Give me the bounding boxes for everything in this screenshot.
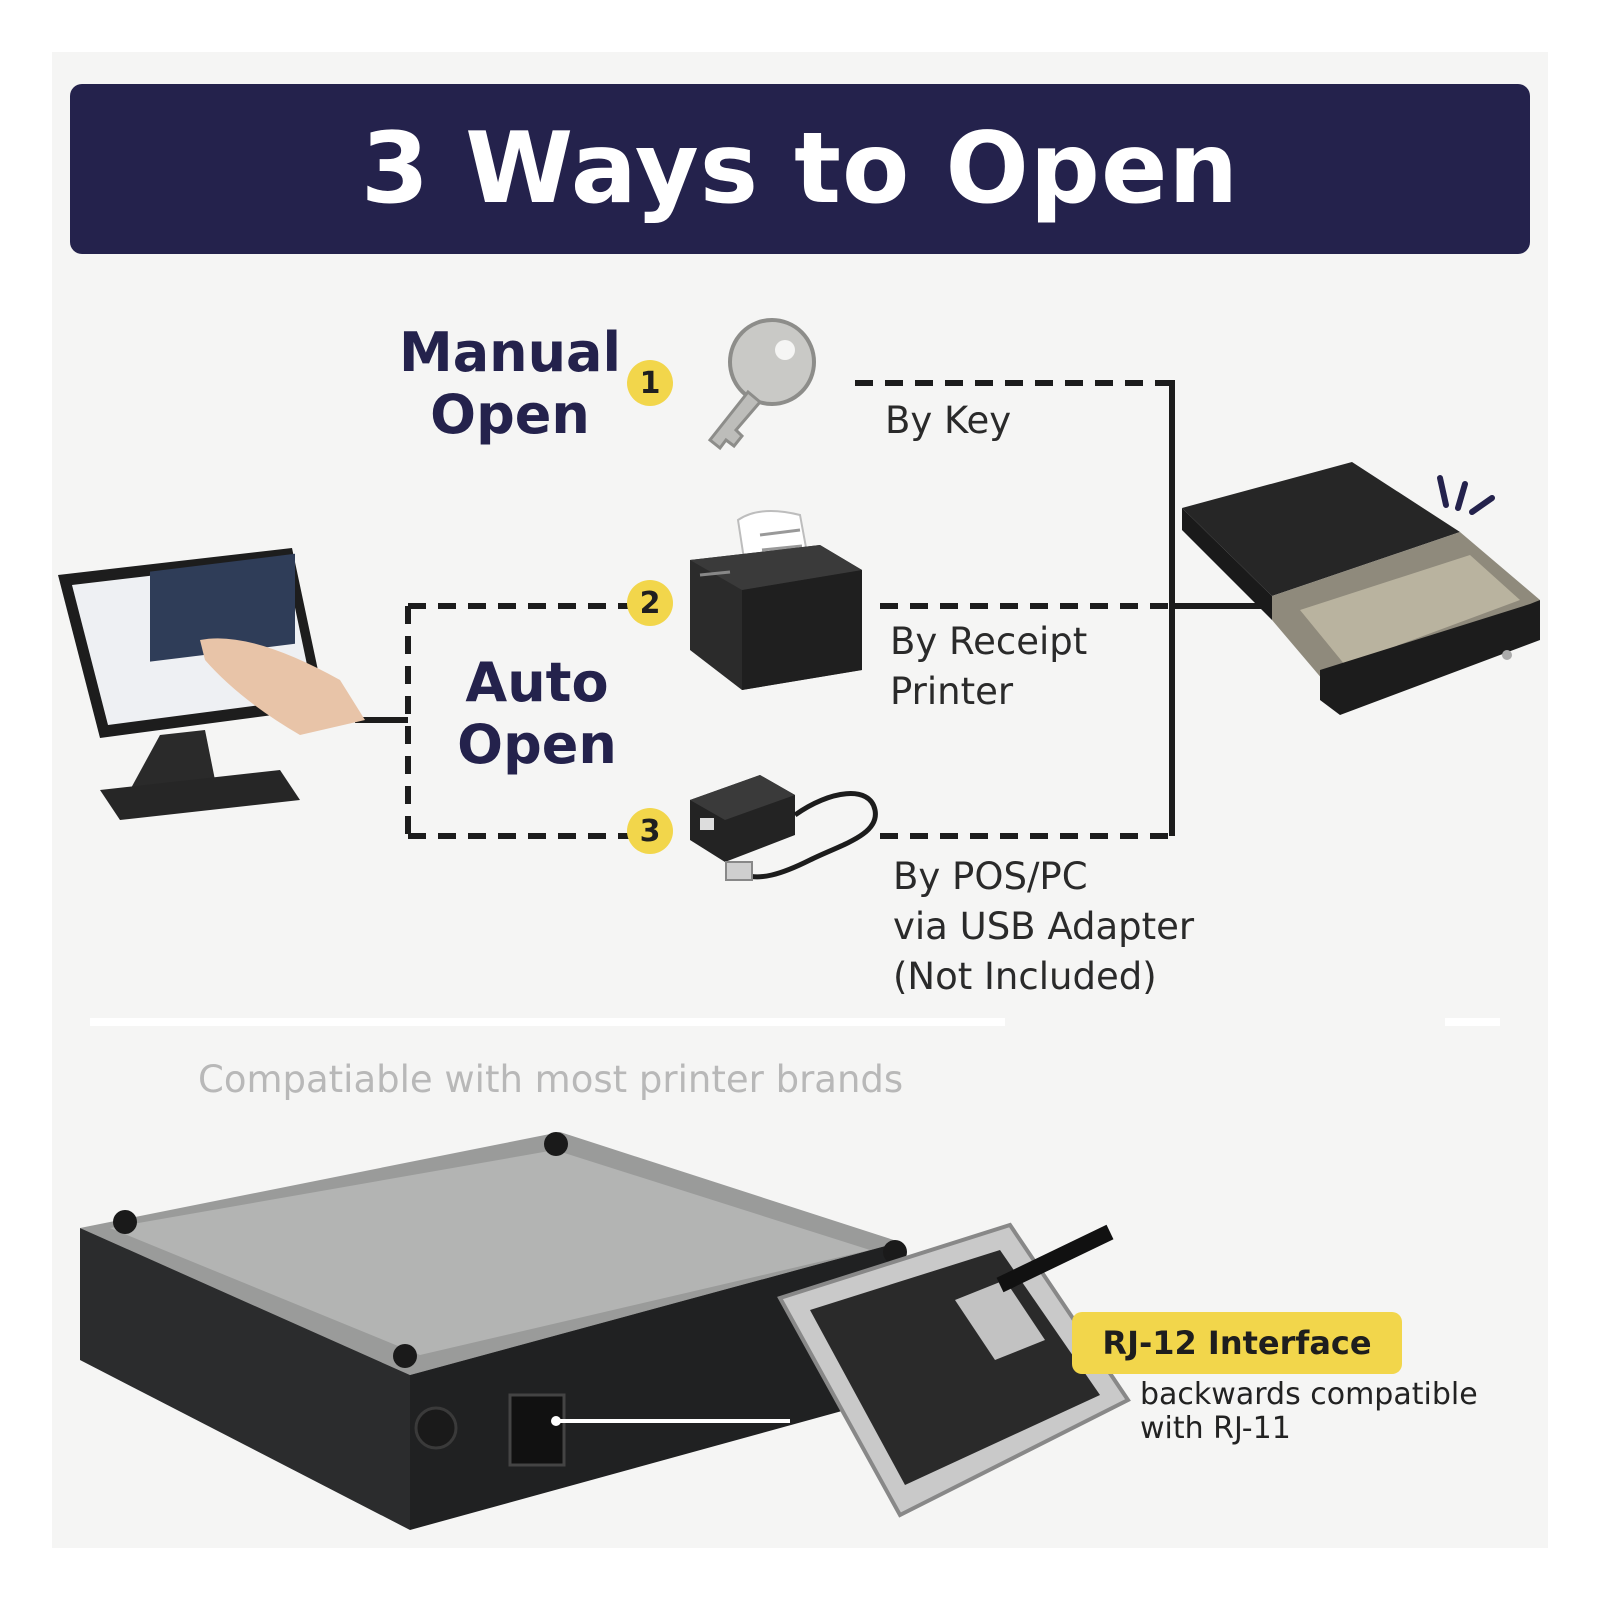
title-banner: 3 Ways to Open: [70, 84, 1530, 254]
receipt-printer-icon: [690, 510, 862, 690]
method-label-usb: By POS/PC via USB Adapter (Not Included): [893, 852, 1194, 1002]
heading-line: Auto: [465, 651, 609, 714]
rj12-port-icon: [508, 1393, 566, 1467]
key-icon: [707, 318, 816, 451]
manual-open-heading: Manual Open: [385, 322, 635, 446]
divider-right: [1445, 1018, 1500, 1026]
label-line: Printer: [890, 670, 1014, 713]
note-line: backwards compatible: [1140, 1377, 1478, 1412]
label-line: By Key: [885, 399, 1012, 442]
label-line: via USB Adapter: [893, 905, 1195, 948]
step-badge-1: 1: [627, 360, 673, 406]
page-title: 3 Ways to Open: [360, 112, 1240, 226]
auto-open-heading: Auto Open: [432, 652, 642, 776]
label-line: (Not Included): [893, 955, 1157, 998]
rj12-interface-label: RJ-12 Interface: [1072, 1312, 1402, 1374]
cash-drawer-icon: [1182, 462, 1540, 715]
rj12-compatibility-note: backwards compatible with RJ-11: [1140, 1378, 1478, 1446]
heading-line: Manual: [398, 321, 621, 384]
compatibility-note: Compatiable with most printer brands: [198, 1058, 904, 1101]
note-line: with RJ-11: [1140, 1411, 1291, 1446]
divider-left: [90, 1018, 1005, 1026]
method-label-printer: By Receipt Printer: [890, 617, 1087, 717]
step-badge-3: 3: [627, 808, 673, 854]
usb-adapter-icon: [690, 775, 878, 881]
heading-line: Open: [457, 713, 617, 776]
heading-line: Open: [430, 383, 590, 446]
connector-lines: [355, 380, 1270, 839]
label-line: By Receipt: [890, 620, 1088, 663]
pos-terminal-icon: [58, 548, 365, 820]
drawer-underside-icon: [80, 1132, 907, 1530]
method-label-key: By Key: [885, 396, 1011, 446]
label-line: By POS/PC: [893, 855, 1088, 898]
rj12-closeup-icon: [777, 1222, 1131, 1518]
step-badge-2: 2: [627, 580, 673, 626]
